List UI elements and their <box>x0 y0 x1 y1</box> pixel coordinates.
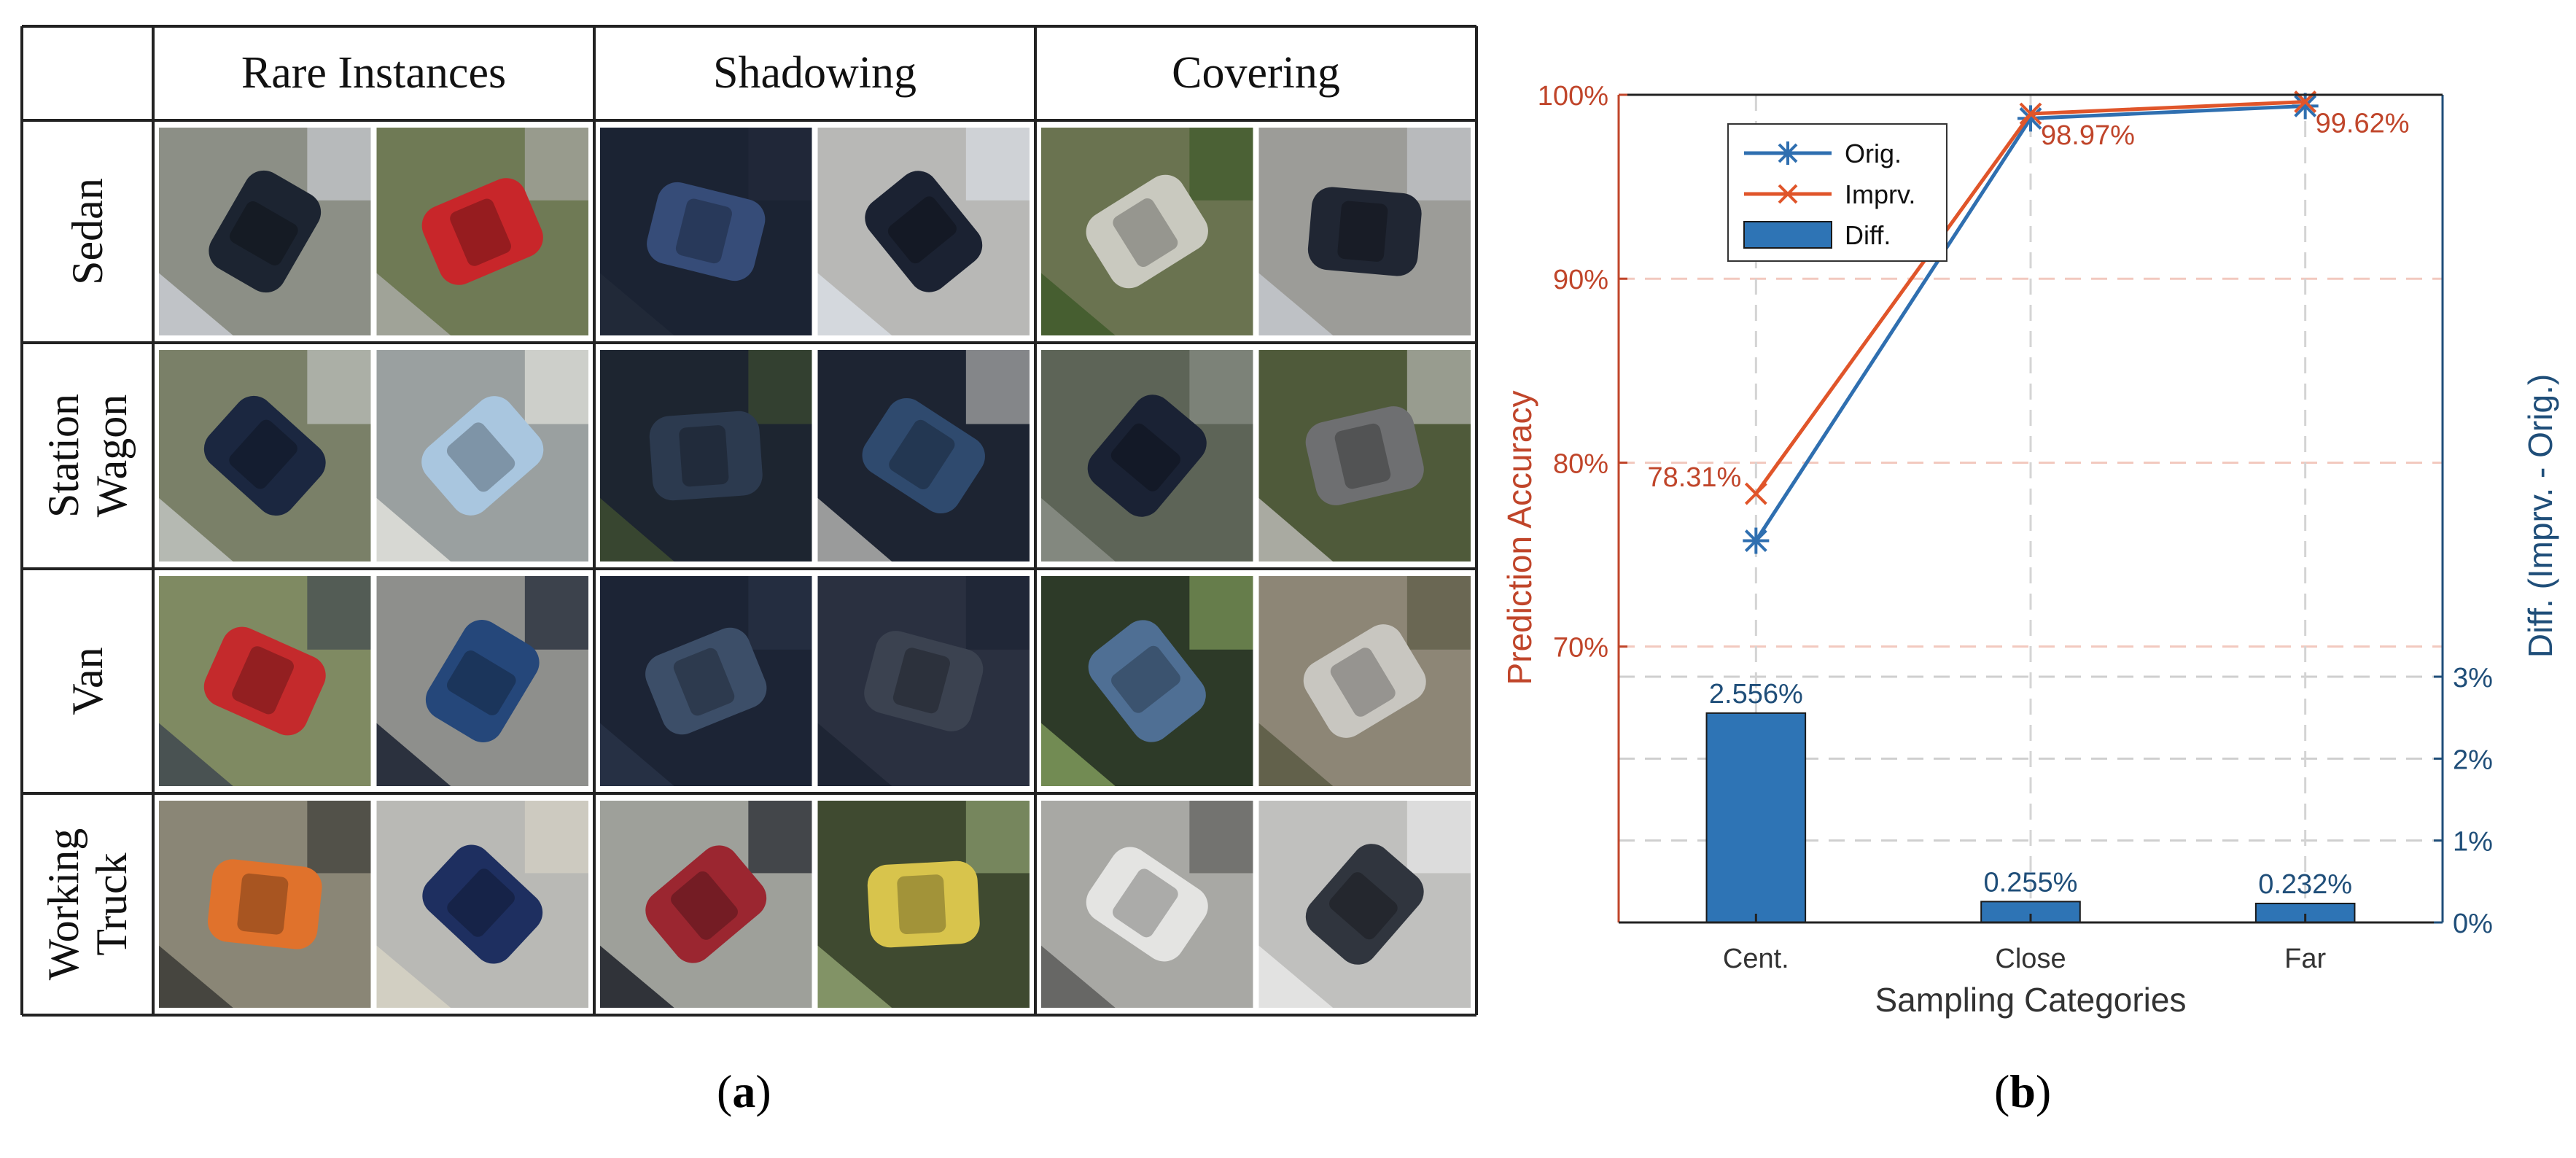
vehicle-image <box>600 576 812 786</box>
x-tick-label: Close <box>1995 944 2066 974</box>
bar-data-label: 0.232% <box>2258 869 2352 900</box>
right-tick-label: 1% <box>2453 827 2493 858</box>
column-header: Covering <box>1172 48 1340 98</box>
vehicle-image <box>600 128 812 335</box>
row-label-line: Sedan <box>63 178 112 285</box>
vehicle-image <box>817 128 1030 335</box>
line-data-label: 98.97% <box>2041 120 2135 151</box>
vehicle-image <box>817 576 1030 786</box>
legend: Orig. Imprv. Diff. <box>1727 123 1947 262</box>
grid-lines <box>20 25 1478 1017</box>
row-label: Van <box>63 647 112 715</box>
x-tick-label: Far <box>2284 944 2326 974</box>
vehicle-image <box>817 801 1030 1008</box>
vehicle-image <box>1041 576 1253 786</box>
right-tick-label: 2% <box>2453 745 2493 775</box>
legend-label: Diff. <box>1845 220 1891 250</box>
row-label-line: Station <box>39 394 87 518</box>
legend-item: Diff. <box>1743 220 1891 250</box>
series-marker <box>2019 102 2042 125</box>
bar-diff <box>1705 712 1807 923</box>
legend-item: Orig. <box>1744 139 1902 168</box>
bar-data-label: 2.556% <box>1709 679 1803 710</box>
left-tick-label: 100% <box>1538 81 1608 112</box>
legend-label: Orig. <box>1845 139 1902 168</box>
x-tick-label: Cent. <box>1723 944 1789 974</box>
vehicle-image <box>376 350 588 561</box>
x-axis-title: Sampling Categories <box>1875 981 2186 1019</box>
row-label-line: Truck <box>87 852 136 955</box>
left-tick-label: 80% <box>1553 448 1608 479</box>
right-tick-label: 0% <box>2453 909 2493 939</box>
vehicle-image <box>159 801 371 1008</box>
vehicle-image <box>376 576 588 786</box>
legend-label: Imprv. <box>1845 179 1915 209</box>
vehicle-image <box>1041 128 1253 335</box>
vehicle-image <box>376 801 588 1008</box>
row-label: Sedan <box>63 178 112 285</box>
bar-data-label: 0.255% <box>1984 867 2078 898</box>
caption-b: (b) <box>1994 1065 2052 1117</box>
vehicle-image <box>1041 350 1253 561</box>
line-data-label: 99.62% <box>2316 109 2410 139</box>
vehicle-image <box>600 350 812 561</box>
series-marker <box>2292 93 2319 120</box>
column-header: Rare Instances <box>241 48 506 98</box>
vehicle-image <box>1258 128 1471 335</box>
line-data-label: 78.31% <box>1647 462 1741 493</box>
vehicle-image <box>817 350 1030 561</box>
series-marker <box>1743 527 1770 554</box>
left-axis-title: Prediction Accuracy <box>1502 391 1538 685</box>
series-marker <box>1744 482 1767 505</box>
row-label-line: Working <box>39 828 87 980</box>
legend-item: Imprv. <box>1744 179 1915 209</box>
vehicle-image <box>1258 801 1471 1008</box>
row-label-line: Wagon <box>87 395 136 517</box>
left-tick-label: 70% <box>1553 633 1608 664</box>
left-tick-label: 90% <box>1553 265 1608 295</box>
vehicle-image <box>159 576 371 786</box>
vehicle-image <box>600 801 812 1008</box>
image-grid-panel-a: Rare Instances Shadowing CoveringSedanStat… <box>20 25 1478 1017</box>
row-label-line: Van <box>63 647 112 715</box>
vehicle-image <box>159 350 371 561</box>
column-header: Shadowing <box>713 48 917 98</box>
caption-a: (a) <box>717 1065 771 1117</box>
vehicle-image <box>376 128 588 335</box>
right-axis-title: Diff. (Imprv. - Orig.) <box>2521 374 2559 658</box>
accuracy-chart-panel-b: 2.556% 0.255% 0.232% 78.31% 98.97% 99.62% 70% 8… <box>1502 81 2559 1019</box>
vehicle-image <box>1041 801 1253 1008</box>
vehicle-image <box>1258 350 1471 561</box>
vehicle-image <box>159 128 371 335</box>
right-tick-label: 3% <box>2453 663 2493 693</box>
vehicle-image <box>1258 576 1471 786</box>
